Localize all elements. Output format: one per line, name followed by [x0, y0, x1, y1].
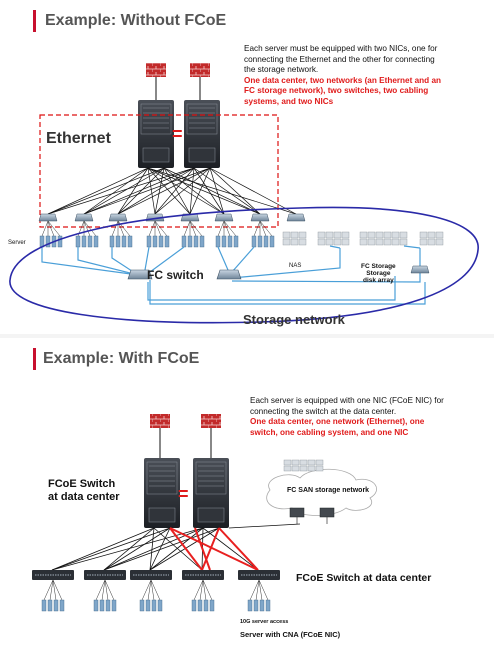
- fc-san-label: FC SAN storage network: [287, 487, 370, 494]
- fcoe-access-switch-label: FCoE Switch at data center: [296, 572, 432, 584]
- access-switch-icon: [250, 213, 270, 222]
- server-cna-label: Server with CNA (FCoE NIC): [240, 630, 341, 639]
- panel-separator: [0, 334, 494, 338]
- title-accent-bar: [33, 348, 36, 370]
- ethernet-label: Ethernet: [46, 130, 111, 147]
- page-title-without-fcoe: Example: Without FCoE: [45, 12, 227, 29]
- server-group: [39, 235, 275, 248]
- desc-line: connecting the switch at the data center…: [250, 406, 397, 416]
- nas-storage-icon: [282, 231, 307, 246]
- fcoe-switch-line: FCoE Switch: [48, 478, 116, 490]
- ethernet-mesh: [51, 523, 301, 571]
- disk-array-icon: [359, 231, 444, 246]
- fcoe-links: [169, 527, 259, 571]
- firewall-icon: [150, 414, 170, 428]
- fc-storage-line: Storage: [366, 270, 391, 277]
- cna-server-group: [41, 599, 271, 612]
- highlight-line: FC storage network), two switches, two c…: [244, 86, 429, 95]
- storage-network-boundary: [9, 206, 479, 324]
- ethernet-boundary: [39, 114, 279, 228]
- nas-label: NAS: [289, 263, 302, 269]
- diagram-without-fcoe: =: [9, 63, 479, 324]
- fc-switch-icon: [127, 269, 153, 280]
- access-switch-icon: [38, 213, 58, 222]
- firewall-icon: [190, 63, 210, 77]
- fc-switch-label: FC switch: [147, 268, 204, 282]
- highlight-line: One data center, two networks (an Ethern…: [244, 75, 441, 85]
- fcoe-core-switch-label: FCoE Switch at data center: [48, 478, 120, 504]
- description-without-fcoe: Each server must be equipped with two NI…: [244, 44, 494, 107]
- fcoe-access-switch-icon: [130, 570, 172, 580]
- fc-cabling: [41, 245, 426, 305]
- highlight-line: switch, one cabling system, and one NIC: [250, 427, 409, 437]
- fc-switch-icon: [410, 265, 430, 274]
- server-access-label: 10G server access: [240, 619, 289, 625]
- access-switch-icon: [74, 213, 94, 222]
- ethernet-mesh: [47, 167, 297, 215]
- core-switch-icon: [138, 100, 174, 168]
- fcoe-core-switch-icon: [144, 458, 180, 528]
- fcoe-access-switch-row: [32, 570, 280, 580]
- equals-sign: =: [178, 484, 189, 504]
- access-switch-row: [38, 213, 306, 222]
- panel-without-fcoe: Example: Without FCoE Each server must b…: [8, 10, 494, 327]
- panel-with-fcoe: Example: With FCoE Each server is equipp…: [0, 338, 494, 654]
- core-switch-icon: [184, 100, 220, 168]
- fcoe-access-switch-icon: [238, 570, 280, 580]
- desc-line: Each server must be equipped with two NI…: [244, 44, 438, 53]
- fc-switch-icon: [216, 269, 242, 280]
- firewall-icon: [146, 63, 166, 77]
- desc-line: the storage network.: [244, 65, 319, 74]
- fc-storage-line: FC Storage: [361, 263, 396, 270]
- title-accent-bar: [33, 10, 36, 32]
- highlight-line: systems, and two NICs: [244, 96, 334, 106]
- desc-line: connecting the Ethernet and the other fo…: [244, 54, 435, 64]
- diagram-with-fcoe: =: [32, 414, 377, 612]
- san-switch-icon: [289, 507, 335, 524]
- fcoe-access-switch-icon: [84, 570, 126, 580]
- equals-sign: =: [172, 124, 183, 144]
- fc-storage-label: FC Storage Storage disk array: [361, 263, 396, 284]
- san-storage-rack-icon: [283, 459, 324, 472]
- access-switch-icon: [108, 213, 128, 222]
- description-with-fcoe: Each server is equipped with one NIC (FC…: [250, 396, 490, 438]
- highlight-line: One data center, one network (Ethernet),…: [250, 417, 425, 426]
- fcoe-core-switch-icon: [193, 458, 229, 528]
- fcoe-switch-line: at data center: [48, 491, 120, 503]
- fcoe-access-switch-icon: [32, 570, 74, 580]
- page-title-with-fcoe: Example: With FCoE: [43, 350, 200, 367]
- desc-line: Each server is equipped with one NIC (FC…: [250, 396, 444, 405]
- firewall-icon: [201, 414, 221, 428]
- fc-storage-line: disk array: [362, 277, 394, 284]
- fcoe-access-switch-icon: [182, 570, 224, 580]
- access-switch-icon: [214, 213, 234, 222]
- server-label: Server: [8, 240, 26, 246]
- fc-storage-rack-icon: [317, 231, 350, 246]
- access-switch-icon: [286, 213, 306, 222]
- storage-network-label: Storage network: [243, 312, 345, 327]
